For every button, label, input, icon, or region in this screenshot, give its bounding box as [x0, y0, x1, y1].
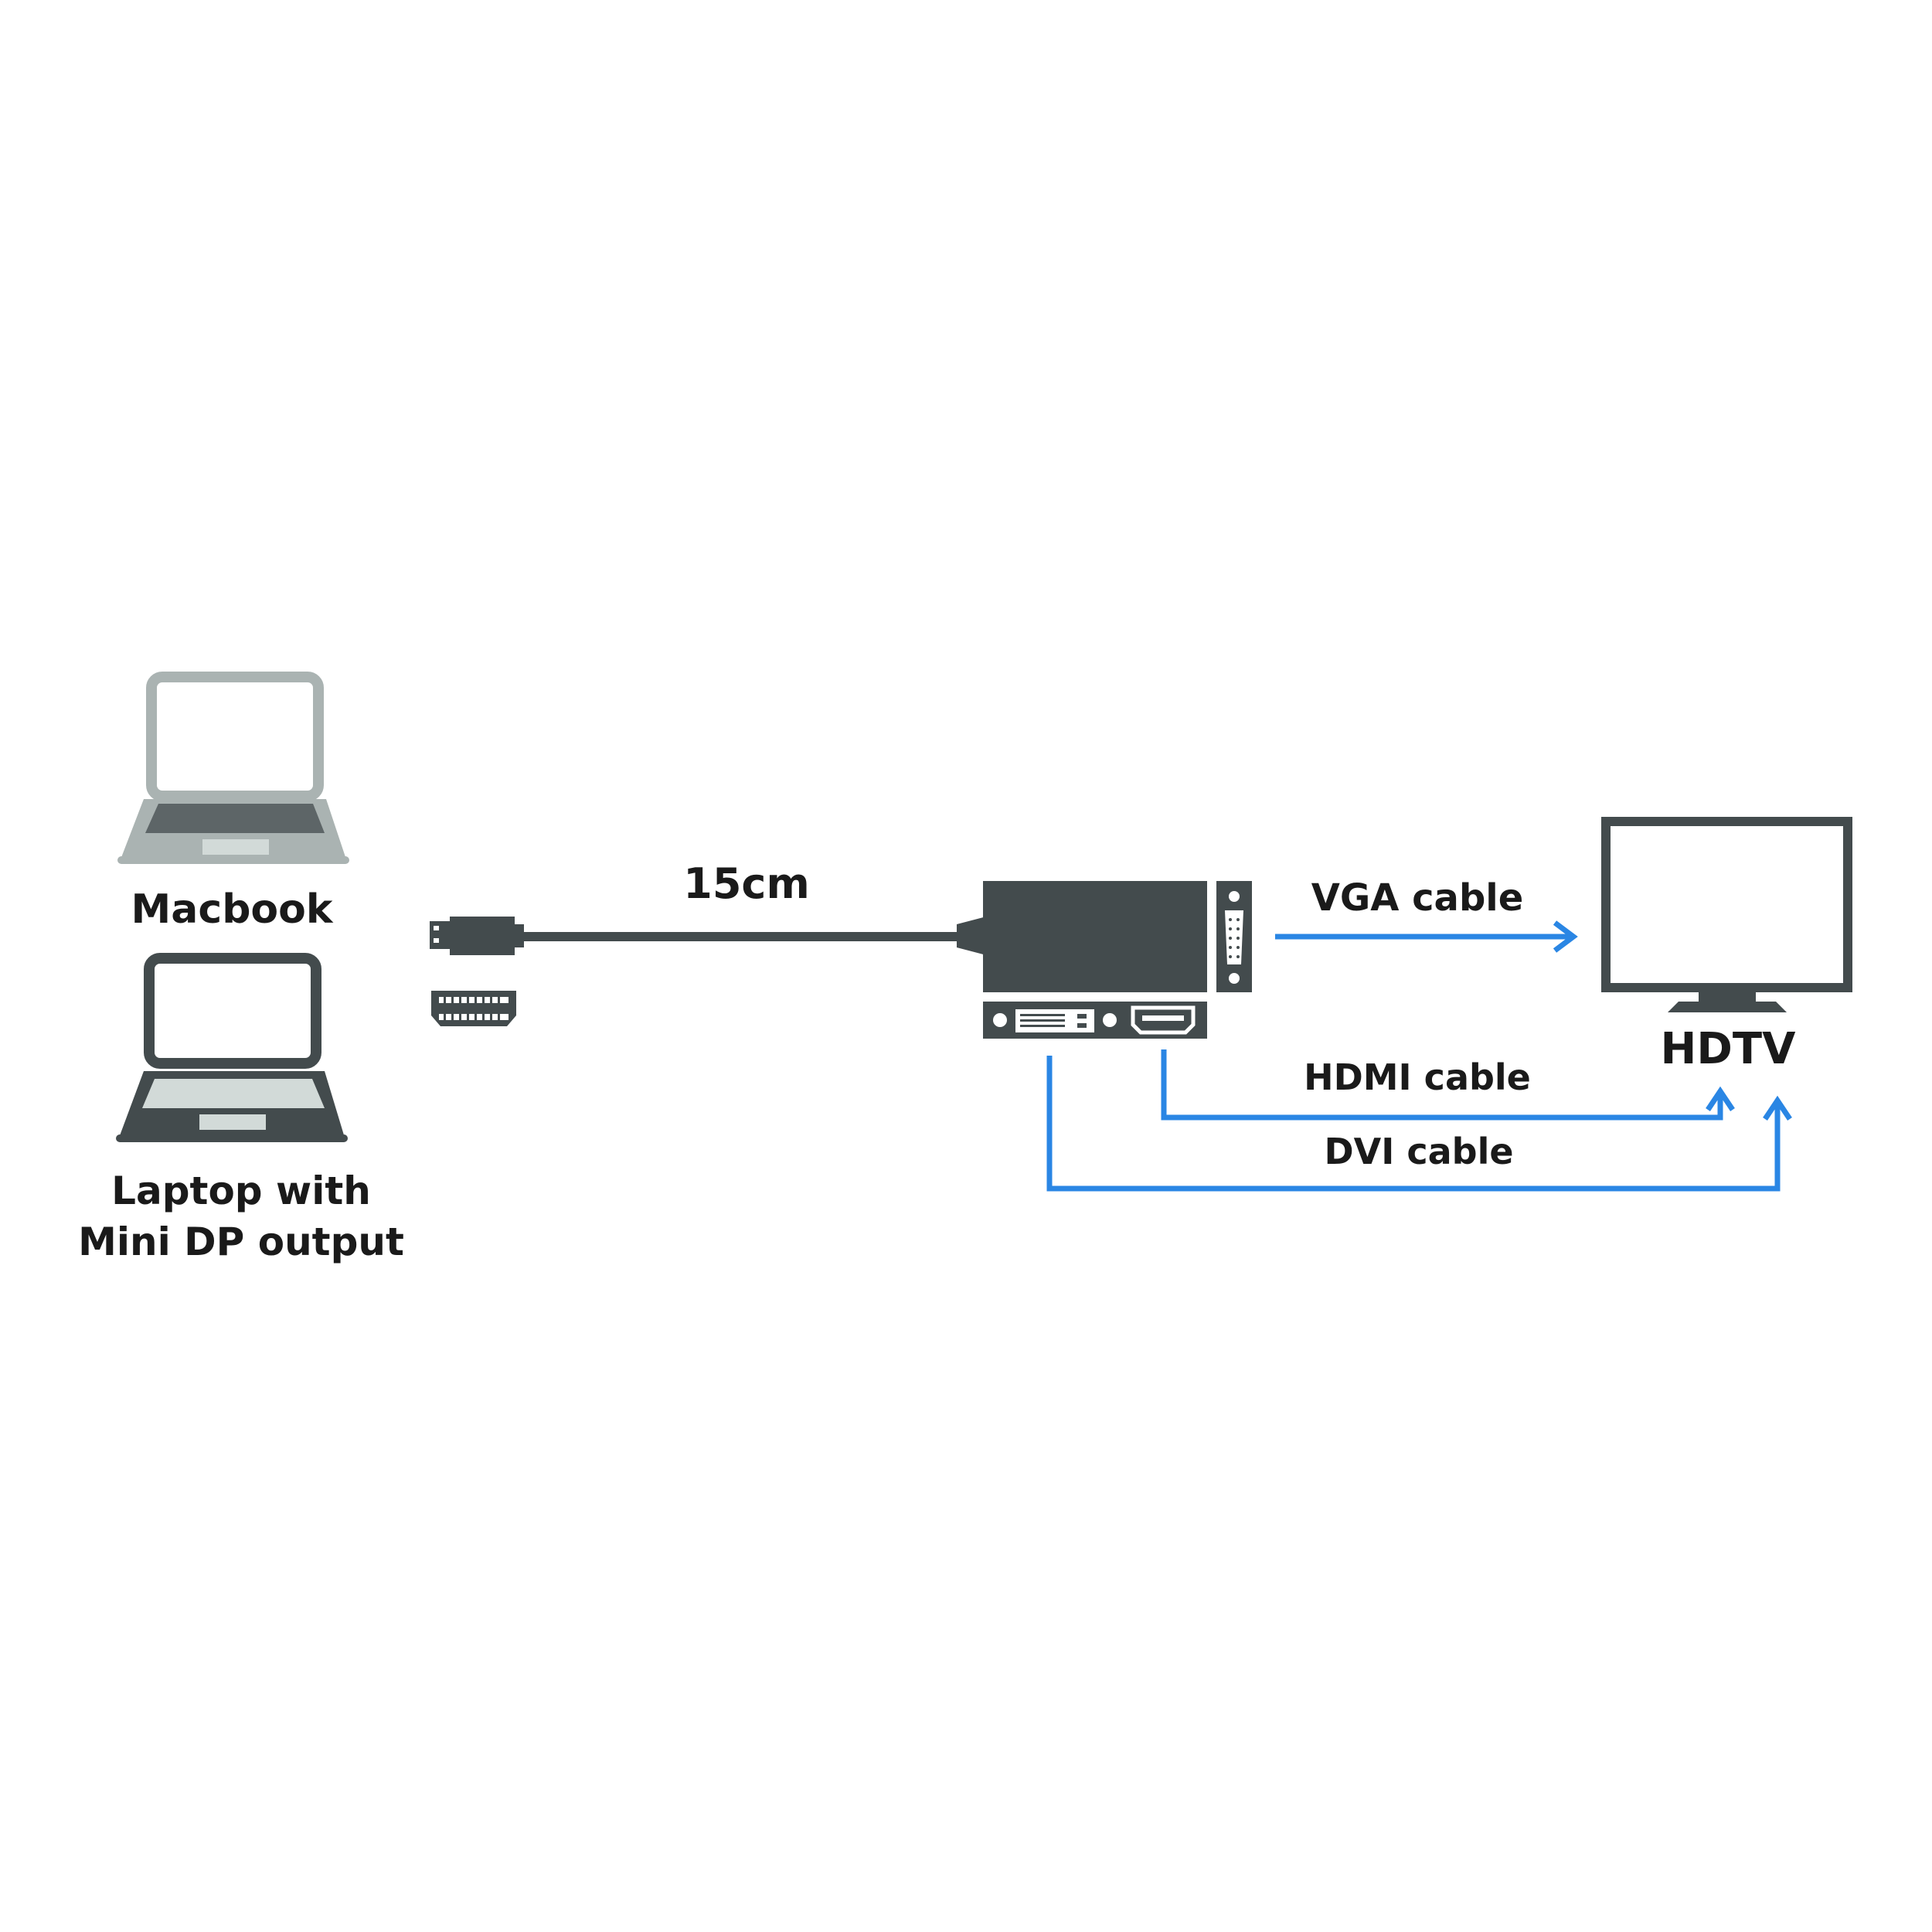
- mini-displayport-port-icon: [431, 991, 516, 1026]
- adapter-cable: [524, 917, 986, 955]
- dvi-arrow: [1046, 1056, 1792, 1192]
- vga-cable-label: VGA cable: [1311, 876, 1524, 920]
- mini-displayport-plug-icon: [430, 917, 524, 955]
- cable-length-label: 15cm: [683, 859, 809, 908]
- laptop-label-line1: Laptop with: [111, 1168, 371, 1213]
- hdmi-arrow: [1161, 1049, 1735, 1121]
- dvi-cable-label: DVI cable: [1324, 1131, 1513, 1172]
- laptop-label-line2: Mini DP output: [78, 1219, 404, 1264]
- tv-icon: [1601, 817, 1852, 1012]
- adapter-icon: [983, 881, 1252, 1039]
- vga-arrow: [1275, 920, 1578, 953]
- hdtv-label: HDTV: [1661, 1024, 1797, 1074]
- hdmi-cable-label: HDMI cable: [1304, 1056, 1531, 1098]
- macbook-laptop-icon: [117, 672, 349, 864]
- laptop-icon: [116, 953, 348, 1142]
- macbook-label: Macbook: [131, 886, 334, 933]
- hdmi-port-icon: [1131, 1005, 1196, 1035]
